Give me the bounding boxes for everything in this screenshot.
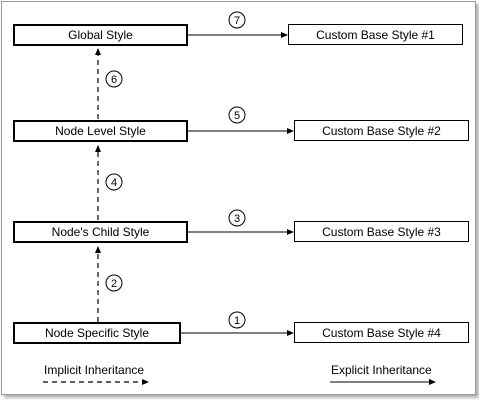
node-child-style-box: Node's Child Style (13, 221, 188, 243)
step-marker-3: 3 (228, 209, 246, 227)
step-marker-2: 2 (105, 274, 123, 292)
custom-base-style-4-label: Custom Base Style #4 (322, 325, 441, 340)
step-marker-6: 6 (105, 70, 123, 88)
step-marker-5: 5 (228, 106, 246, 124)
step-marker-1: 1 (228, 311, 246, 329)
svg-text:5: 5 (234, 110, 240, 122)
custom-base-style-1-label: Custom Base Style #1 (316, 27, 435, 42)
node-level-style-box: Node Level Style (13, 120, 188, 142)
svg-text:3: 3 (234, 213, 240, 225)
legend-implicit-label: Implicit Inheritance (44, 363, 145, 377)
global-style-label: Global Style (68, 28, 133, 42)
svg-text:7: 7 (234, 15, 240, 27)
custom-base-style-3-box: Custom Base Style #3 (294, 221, 469, 242)
svg-text:1: 1 (234, 315, 240, 327)
legend-explicit-label: Explicit Inheritance (331, 363, 432, 377)
global-style-box: Global Style (13, 24, 188, 46)
custom-base-style-1-box: Custom Base Style #1 (288, 24, 463, 45)
svg-text:6: 6 (111, 74, 117, 86)
node-child-style-label: Node's Child Style (51, 225, 150, 239)
svg-text:2: 2 (111, 278, 117, 290)
step-marker-7: 7 (228, 11, 246, 29)
custom-base-style-4-box: Custom Base Style #4 (294, 322, 469, 343)
node-level-style-label: Node Level Style (55, 124, 146, 138)
svg-text:4: 4 (111, 177, 117, 189)
step-marker-4: 4 (105, 173, 123, 191)
custom-base-style-3-label: Custom Base Style #3 (322, 224, 441, 239)
custom-base-style-2-label: Custom Base Style #2 (322, 123, 441, 138)
node-specific-style-box: Node Specific Style (13, 322, 181, 344)
custom-base-style-2-box: Custom Base Style #2 (294, 120, 469, 141)
node-specific-style-label: Node Specific Style (44, 326, 150, 340)
